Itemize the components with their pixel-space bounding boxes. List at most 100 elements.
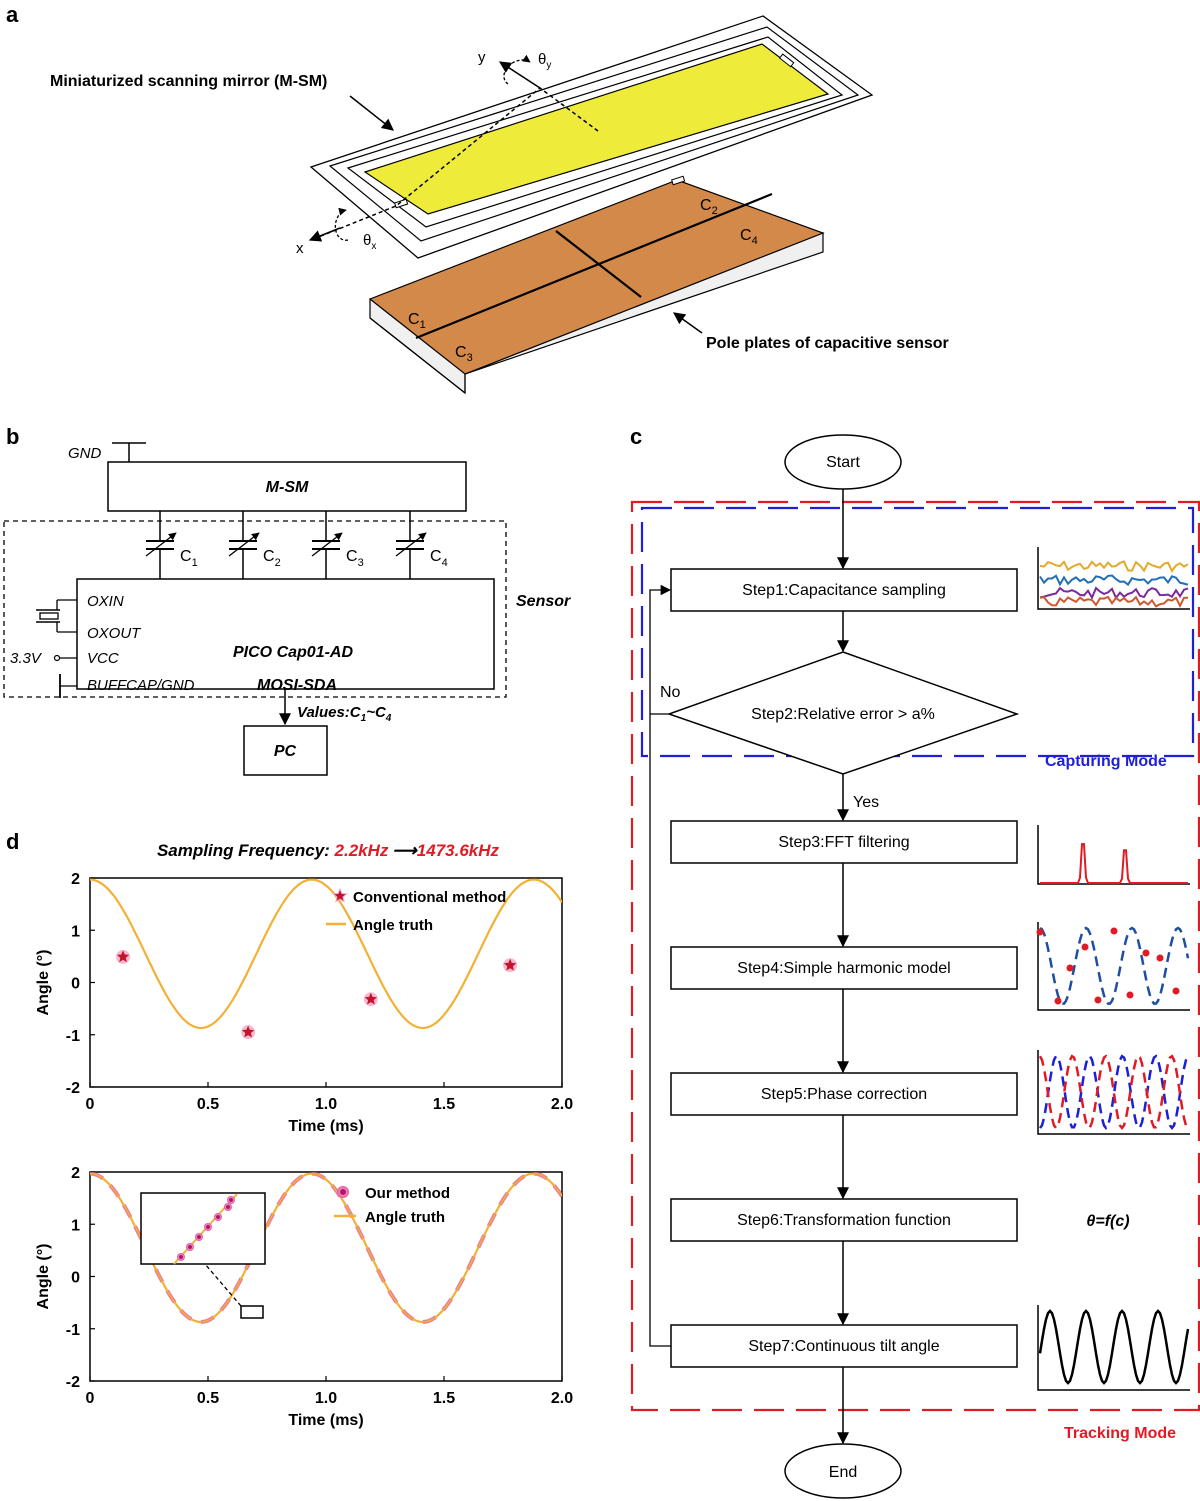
crystal-icon <box>36 599 77 633</box>
sensor-label: Sensor <box>516 593 571 610</box>
y-axis-label: Angle (°) <box>35 1244 52 1310</box>
harmonic-sample-dot-6 <box>1110 927 1118 935</box>
loop-step7-to-step1 <box>649 584 672 1347</box>
thumb-harmonic-fit <box>1036 922 1190 1011</box>
capacitive-plates <box>368 179 825 375</box>
step4-box <box>670 946 1018 990</box>
plate-label-c1: C1 <box>408 311 426 331</box>
mirror-callout-arrow <box>349 95 394 131</box>
legend-dot-icon <box>337 1186 349 1198</box>
values-label: Values:C1~C4 <box>297 704 392 724</box>
svg-text:C1: C1 <box>180 548 198 569</box>
gnd-label: GND <box>68 445 102 462</box>
plates-callout-arrow <box>673 312 703 334</box>
x-tick-label: 1.5 <box>433 1390 455 1407</box>
y-tick-label: 2 <box>71 871 80 888</box>
capturing-mode-label: Capturing Mode <box>1045 753 1167 770</box>
harmonic-sample-dot-9 <box>1156 954 1164 962</box>
conventional-sample-3 <box>364 992 377 1005</box>
panel-label-c: c <box>630 424 642 449</box>
msm-block <box>107 461 467 512</box>
angle-truth-overlay <box>90 1172 562 1323</box>
noisy-signal-4 <box>1039 595 1189 609</box>
y-tick-label: -1 <box>66 1322 80 1339</box>
conventional-sample-1 <box>116 950 130 963</box>
start-label: Start <box>826 454 860 471</box>
legend-angle-truth-2: Angle truth <box>365 1209 445 1226</box>
step7-box <box>670 1324 1018 1368</box>
step5-box <box>670 1072 1018 1116</box>
x-tick-label: 1.0 <box>315 1390 337 1407</box>
step1-label: Step1:Capacitance sampling <box>742 582 946 599</box>
rotation-x-arrow <box>334 207 349 241</box>
end-label: End <box>829 1464 857 1481</box>
pc-label: PC <box>274 743 297 760</box>
axis-y-label: y <box>478 49 486 66</box>
inset-sample-dot-4 <box>204 1223 212 1231</box>
y-tick-label: 0 <box>71 1270 80 1287</box>
noisy-signal-2 <box>1039 574 1189 587</box>
phase-wave-1 <box>1039 1054 1190 1131</box>
phase-wave-2 <box>1038 1054 1189 1131</box>
panel-label-a: a <box>6 2 19 27</box>
step3-label: Step3:FFT filtering <box>778 834 909 851</box>
vsupply-label: 3.3V <box>10 650 43 667</box>
mirror-callout-label: Miniaturized scanning mirror (M-SM) <box>50 73 327 90</box>
thumb-noisy-signals <box>1037 547 1190 610</box>
harmonic-sample-dot-5 <box>1094 996 1102 1004</box>
y-axis-label: Angle (°) <box>35 950 52 1016</box>
inset-sample-dot-2 <box>186 1243 194 1251</box>
capacitors: C1 C2 C3 <box>145 511 448 579</box>
y-tick-label: -2 <box>66 1374 80 1391</box>
y-tick-label: 1 <box>71 1217 80 1234</box>
pin-vcc: VCC <box>87 650 119 667</box>
y-tick-label: -2 <box>66 1080 80 1097</box>
harmonic-sample-dot-7 <box>1126 991 1134 999</box>
step6-label: Step6:Transformation function <box>737 1212 951 1229</box>
plate-label-c3: C3 <box>455 344 473 364</box>
capacitor-c4: C4 <box>395 511 448 579</box>
sensor-boundary <box>3 520 507 698</box>
end-terminal <box>784 1443 902 1499</box>
legend-conventional: Conventional method <box>353 889 506 906</box>
capacitor-c3: C3 <box>311 511 364 579</box>
zoom-region <box>240 1305 264 1319</box>
capturing-mode-boundary <box>640 506 1195 758</box>
plate-split-line-long <box>415 192 773 340</box>
capacitor-c1: C1 <box>145 511 198 579</box>
conventional-sample-4 <box>503 958 517 971</box>
step6-box <box>670 1198 1018 1242</box>
svg-text:C2: C2 <box>263 548 281 569</box>
pin-buffcap: BUFFCAP/GND <box>87 677 195 694</box>
y-tick-label: -1 <box>66 1028 80 1045</box>
x-tick-label: 1.0 <box>315 1096 337 1113</box>
legend-angle-truth: Angle truth <box>353 917 433 934</box>
formula-label: θ=f(c) <box>1086 1213 1129 1230</box>
zoom-inset <box>140 1192 266 1265</box>
harmonic-sample-dot-1 <box>1036 928 1044 936</box>
svg-text:C4: C4 <box>430 548 448 569</box>
step3-box <box>670 820 1018 864</box>
fft-spectrum-line <box>1040 843 1188 884</box>
pico-chip <box>76 578 495 690</box>
plate-split-line-short <box>555 230 642 298</box>
x-tick-label: 0 <box>86 1096 95 1113</box>
capacitor-c2: C2 <box>228 511 281 579</box>
rotation-y-arrow <box>503 54 531 85</box>
x-tick-label: 0.5 <box>197 1096 219 1113</box>
panel-b-circuit: GND M-SM Sensor C1 C2 <box>3 442 571 776</box>
noisy-signal-1 <box>1039 560 1189 573</box>
step7-label: Step7:Continuous tilt angle <box>748 1338 939 1355</box>
panel-label-b: b <box>6 424 19 449</box>
panel-a-diagram: y θy x θx C2 C4 C1 C3 Miniaturized scann… <box>50 15 949 395</box>
inset-sample-dot-5 <box>214 1213 222 1221</box>
harmonic-sample-dot-10 <box>1172 987 1180 995</box>
y-tick-label: 1 <box>71 923 80 940</box>
inset-sample-dot-6 <box>224 1203 232 1211</box>
zoom-connector <box>204 1263 242 1307</box>
x-axis-label: Time (ms) <box>288 1118 363 1135</box>
inset-sample-dot-3 <box>195 1233 203 1241</box>
tilt-angle-line <box>1038 1309 1190 1385</box>
